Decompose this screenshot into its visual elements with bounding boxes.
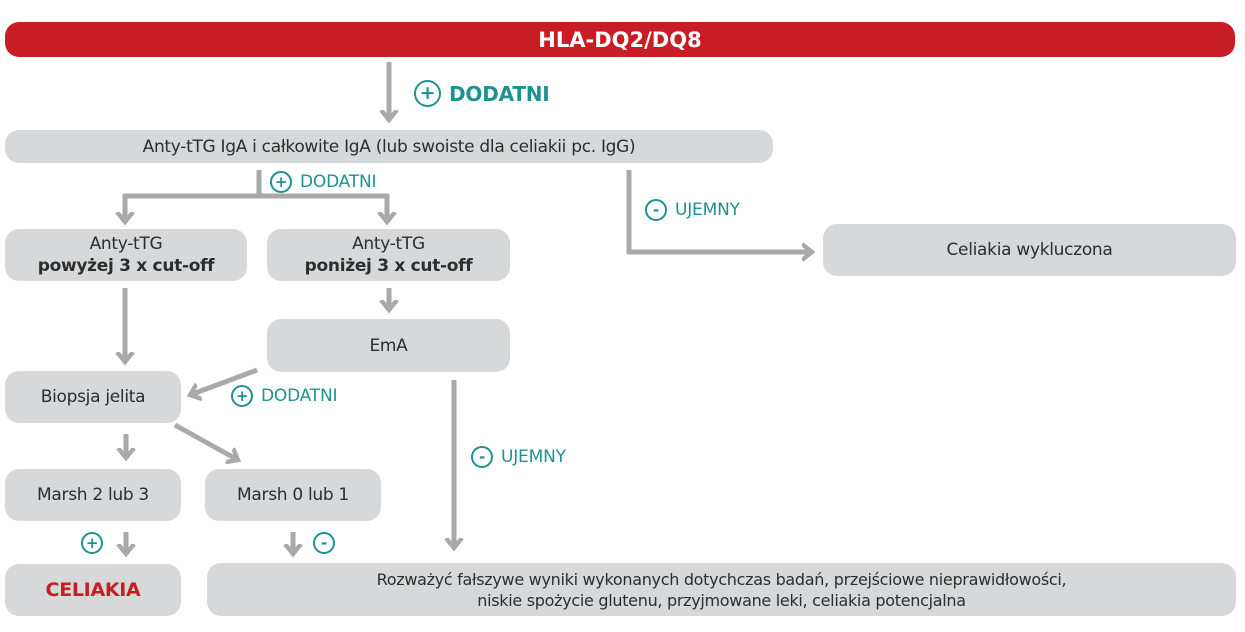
label-positive-3: + DODATNI	[231, 385, 337, 407]
label-negative-1: - UJEMNY	[645, 199, 740, 221]
node-tests: Anty-tTG IgA i całkowite IgA (lub swoist…	[5, 130, 773, 163]
node-biopsy: Biopsja jelita	[5, 371, 181, 423]
label-minus-small: -	[313, 532, 343, 554]
label-positive-2: + DODATNI	[270, 171, 376, 193]
label-positive-1: + DODATNI	[414, 80, 550, 107]
node-below-cutoff: Anty-tTG poniżej 3 x cut-off	[267, 229, 510, 281]
node-consider: Rozważyć fałszywe wyniki wykonanych doty…	[207, 563, 1236, 616]
minus-circle-icon: -	[645, 199, 667, 221]
plus-circle-icon: +	[270, 171, 292, 193]
node-marsh-0-1: Marsh 0 lub 1	[205, 469, 381, 521]
node-celiac-excluded: Celiakia wykluczona	[823, 224, 1236, 276]
minus-circle-icon: -	[313, 532, 335, 554]
plus-circle-icon: +	[414, 80, 441, 107]
plus-circle-icon: +	[81, 532, 103, 554]
node-celiakia: CELIAKIA	[5, 564, 181, 616]
minus-circle-icon: -	[471, 446, 493, 468]
node-marsh-2-3: Marsh 2 lub 3	[5, 469, 181, 521]
label-plus-small: +	[81, 532, 111, 554]
plus-circle-icon: +	[231, 385, 253, 407]
hla-banner: HLA-DQ2/DQ8	[5, 22, 1235, 57]
label-negative-2: - UJEMNY	[471, 446, 566, 468]
node-above-cutoff: Anty-tTG powyżej 3 x cut-off	[5, 229, 247, 281]
node-ema: EmA	[267, 319, 510, 372]
hla-title: HLA-DQ2/DQ8	[538, 27, 702, 52]
